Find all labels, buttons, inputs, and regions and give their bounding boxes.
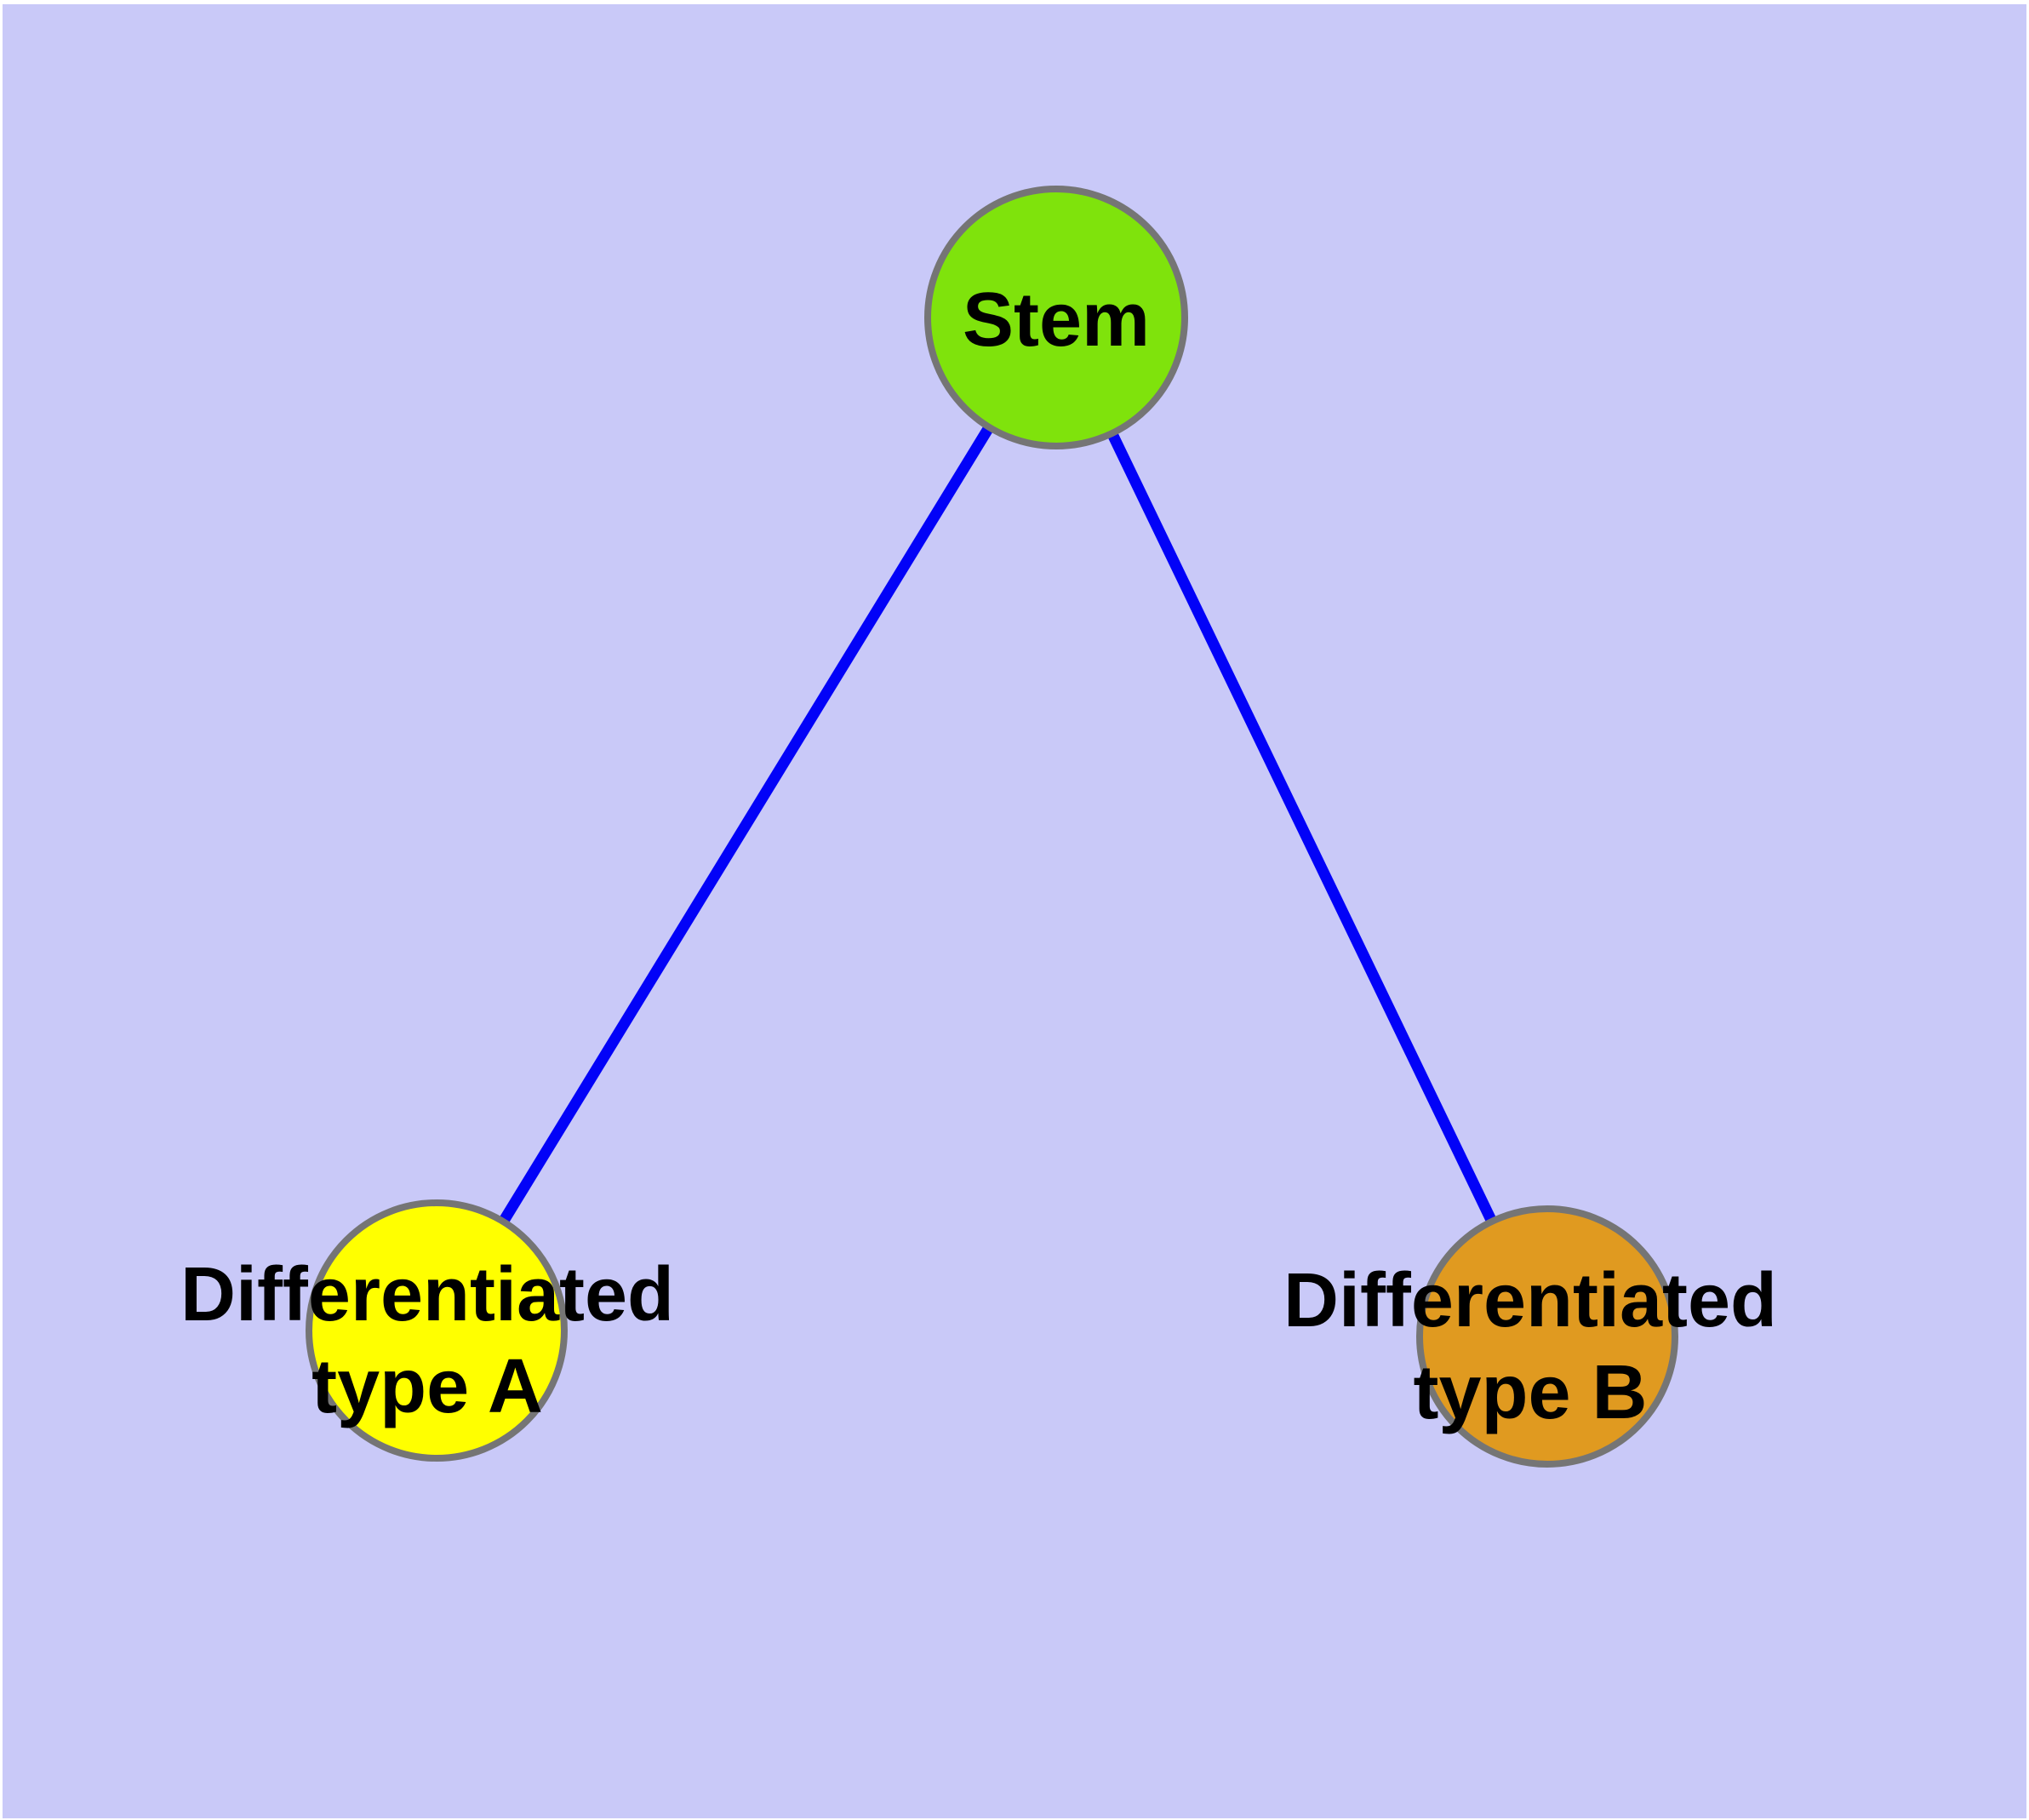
node-differentiated-type-a-shape — [306, 1199, 568, 1462]
edge-stem-to-type-b[interactable] — [1051, 315, 1552, 1339]
node-stem-label: Stem — [963, 278, 1150, 363]
node-differentiated-type-b-label-line1: Differentiated — [1283, 1258, 1777, 1343]
node-differentiated-type-a-label-line2: type A — [311, 1344, 543, 1429]
edge-stem-to-type-a[interactable] — [432, 314, 1061, 1334]
node-differentiated-type-b[interactable]: Differentiated type B — [1283, 1205, 1777, 1468]
node-differentiated-type-a[interactable]: Differentiated type A — [180, 1199, 674, 1462]
node-stem-shape — [924, 186, 1188, 449]
node-stem[interactable]: Stem — [924, 186, 1188, 449]
node-differentiated-type-b-shape — [1416, 1205, 1678, 1468]
node-differentiated-type-b-label-line2: type B — [1413, 1350, 1647, 1435]
node-differentiated-type-a-label-line1: Differentiated — [180, 1252, 674, 1337]
